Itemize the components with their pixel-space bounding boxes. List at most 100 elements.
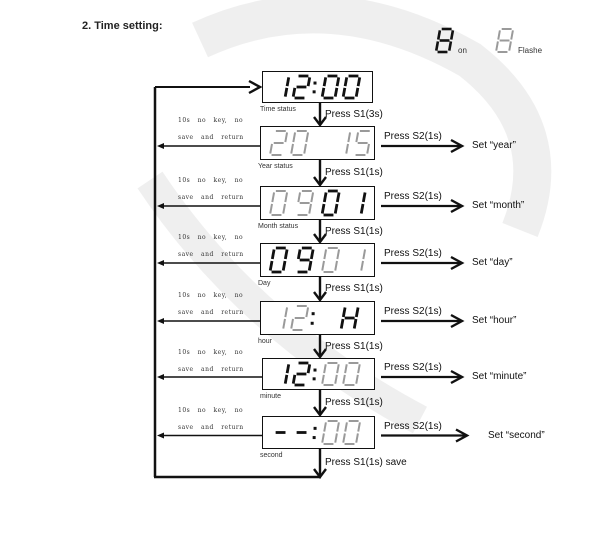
segment-e [495,41,499,51]
timeout-note-line2-minute: save and return [178,366,244,373]
down-arrowhead-year [313,176,327,187]
next-press-label-minute: Press S1(1s) [325,397,383,408]
digit-0 [341,74,362,100]
set-branch-arrowhead-hour [450,313,465,329]
segment-e [291,87,297,97]
segment-f [344,364,348,374]
digit-0 [342,362,361,386]
section-title: 2. Time setting: [82,20,163,32]
set-press-label-year: Press S2(1s) [384,131,442,142]
timeout-return-arrowhead-year [157,143,164,149]
segment-c [282,203,286,214]
digit-0 [321,247,341,273]
segment-f [296,249,302,260]
digit-1 [283,364,291,384]
colon [312,426,317,440]
colon [310,312,315,325]
digit-0 [321,420,340,445]
legend-on-digit-icon [434,27,455,54]
down-arrowhead-month [313,233,327,244]
set-target-label-month: Set “month” [472,200,525,211]
timeout-return-arrowhead-month [157,203,164,209]
segment-b [336,364,340,374]
segment-b [362,249,367,260]
digit-5 [355,130,370,156]
segment-b [357,364,361,374]
down-arrowhead-second [313,468,327,479]
segment-c [308,203,312,214]
status-label-second: second [260,452,283,459]
segment-c [334,374,338,384]
segment-c [333,87,339,97]
next-press-label-time: Press S1(3s) [325,108,383,120]
timeout-return-arrowhead-hour [157,318,164,324]
segment-e [320,203,326,214]
timeout-return-arrowhead-minute [157,374,164,380]
colon [312,368,317,381]
lcd-display-minute [262,358,375,390]
segment-b [356,77,362,87]
segment-c [307,260,313,271]
status-label-time: Time status [260,106,296,113]
segment-c [334,260,338,271]
segment-e [321,433,325,443]
loop-back-arrowhead [248,79,263,95]
lcd-display-time [262,71,373,103]
segment-c [355,433,359,443]
digit-H [339,307,360,329]
set-press-label-second: Press S2(1s) [384,420,442,432]
set-target-label-minute: Set “minute” [472,371,527,382]
segment-e [321,374,325,384]
lcd-display-month [260,186,375,220]
segment-b [354,307,360,318]
digit-0 [320,74,341,100]
timeout-note-line1-hour: 10s no key, no [178,292,244,299]
digit-9 [297,190,315,216]
segment-f [497,30,501,40]
down-arrowhead-time [313,116,327,127]
segment-f [343,77,349,87]
next-press-label-hour: Press S1(1s) [325,340,383,352]
segment-f [355,132,360,143]
segment-b [310,192,315,203]
digit-2 [269,130,289,156]
digit-0 [321,362,340,386]
timeout-return-arrowhead-second [157,432,164,439]
digit-2 [291,74,312,100]
next-press-label-year: Press S1(1s) [325,167,383,178]
digit-0 [269,190,289,216]
segment-b [284,307,289,318]
segment-f [323,249,328,260]
segment-c [334,433,338,443]
digit-0 [290,130,310,156]
digit-0 [342,420,361,445]
digit-1 [283,77,291,97]
segment-c [283,87,289,97]
set-press-label-hour: Press S2(1s) [384,306,442,317]
segment-b [336,422,340,432]
segment-e [434,41,440,51]
colon [312,81,317,94]
segment-b [285,364,291,374]
legend-on-digit [434,27,455,54]
segment-f [271,192,276,203]
segment-c [359,203,365,214]
set-branch-arrowhead-minute [450,369,465,385]
segment-f [270,249,276,260]
segment-c [508,41,512,51]
segment-f [292,132,297,143]
status-label-month: Month status [258,223,299,230]
lcd-display-hour [260,301,375,335]
segment-c [355,374,359,384]
segment-c [282,318,286,329]
segment-e [342,374,346,384]
segment-b [306,364,312,374]
segment-f [341,307,347,318]
segment-c [360,260,364,271]
segment-b [283,249,289,260]
legend-on-label: on [458,46,467,55]
next-press-label-day: Press S1(1s) [325,283,383,294]
set-target-label-day: Set “day” [472,257,513,268]
set-branch-arrowhead-year [450,138,465,154]
segment-c [352,318,358,329]
